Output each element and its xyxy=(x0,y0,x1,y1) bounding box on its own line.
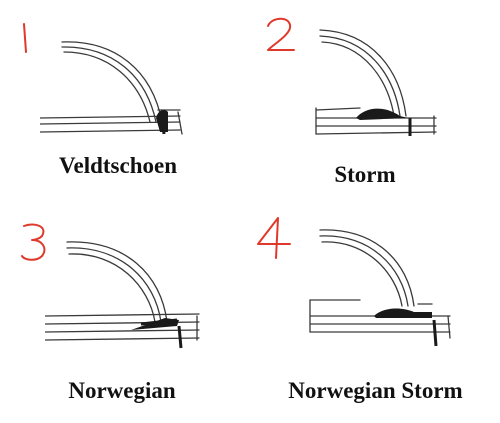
panel-number-4 xyxy=(257,217,291,259)
norwegian-welt-sketch xyxy=(45,241,200,349)
caption-norwegian: Norwegian xyxy=(68,378,176,403)
caption-storm: Storm xyxy=(334,162,396,187)
storm-welt-sketch xyxy=(315,29,437,136)
panel-number-3 xyxy=(21,223,46,261)
caption-norwegian-storm: Norwegian Storm xyxy=(288,378,463,403)
panel-number-2 xyxy=(267,17,295,51)
caption-veldtschoen: Veldtschoen xyxy=(59,153,177,178)
panel-number-1-label: 1 xyxy=(10,18,11,19)
norwegian-storm-welt-sketch xyxy=(309,229,451,347)
veldtschoen-welt-sketch xyxy=(40,41,183,135)
panel-number-1: 1 xyxy=(10,18,27,53)
